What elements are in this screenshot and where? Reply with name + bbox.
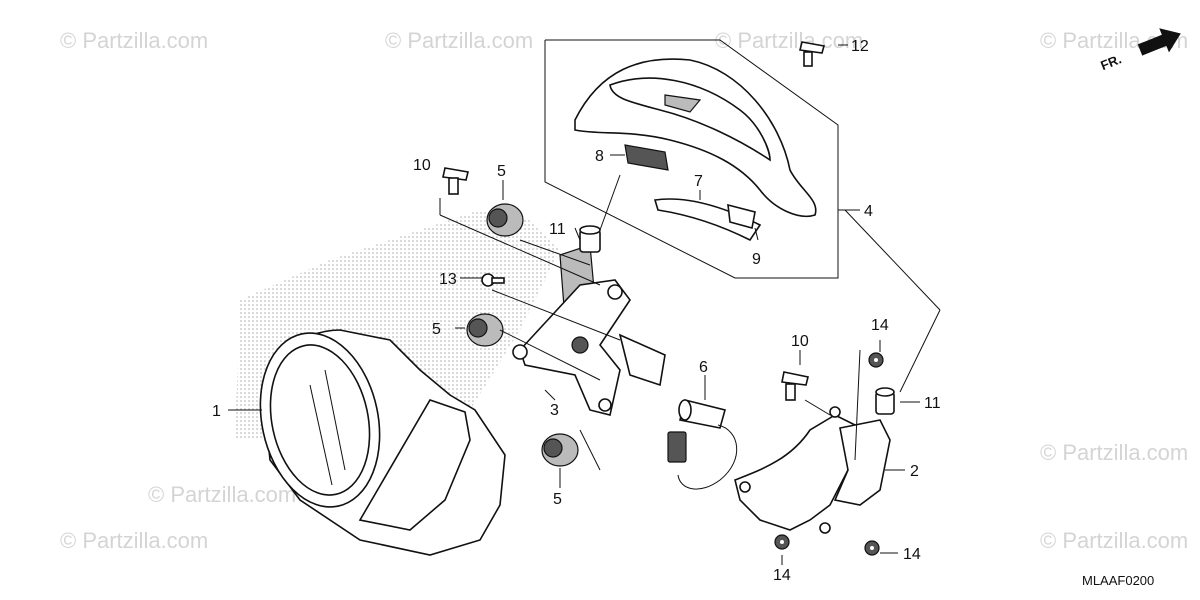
callout-4: 4	[864, 203, 873, 220]
diagram-code: MLAAF0200	[1082, 573, 1154, 588]
callout-labels: 1 2 3 4 5 5 5 6 7 8 9 10 10 11 11 12 13 …	[212, 38, 941, 584]
callout-6: 6	[699, 359, 708, 376]
visor-seal-7	[653, 198, 762, 242]
callout-14-upper: 14	[871, 317, 889, 334]
callout-5-bottom: 5	[553, 491, 562, 508]
meter-bracket-2	[734, 406, 891, 534]
nut-14-lower-left	[774, 534, 790, 550]
visor-seal-8	[624, 144, 669, 171]
screw-10-right	[781, 371, 809, 401]
collar-11-right	[875, 387, 895, 415]
rubber-grommet-bottom	[541, 433, 579, 467]
callout-8: 8	[595, 148, 604, 165]
watermark-text: © Partzilla.com	[60, 28, 208, 53]
callout-11-right: 11	[924, 395, 941, 412]
screw-10-left	[442, 167, 469, 195]
callout-10-left: 10	[413, 157, 431, 174]
callout-3: 3	[550, 402, 559, 419]
front-direction-arrow: FR.	[1098, 28, 1181, 73]
screw-13	[481, 273, 505, 287]
watermark-text: © Partzilla.com	[385, 28, 533, 53]
callout-5-middle: 5	[432, 321, 441, 338]
watermark-text: © Partzilla.com	[1040, 440, 1188, 465]
callout-10-right: 10	[791, 333, 809, 350]
leader-lines	[228, 44, 941, 565]
collar-11-left	[579, 225, 601, 253]
visor-assembly-frame	[544, 39, 860, 279]
callout-14-lower-left: 14	[773, 567, 791, 584]
nut-14-upper	[868, 352, 884, 368]
watermark-text: © Partzilla.com	[148, 482, 296, 507]
watermark-text: © Partzilla.com	[715, 28, 863, 53]
meter-visor	[574, 58, 817, 217]
callout-2: 2	[910, 463, 919, 480]
sensor-6	[667, 399, 738, 490]
callout-11-left: 11	[549, 221, 566, 238]
callout-7: 7	[694, 173, 703, 190]
watermark-text: © Partzilla.com	[1040, 528, 1188, 553]
callout-14-lower-right: 14	[903, 546, 921, 563]
callout-13: 13	[439, 271, 457, 288]
visor-seal-9	[727, 203, 756, 230]
front-direction-label: FR.	[1098, 51, 1123, 73]
screw-12	[799, 41, 826, 67]
nut-14-lower-right	[864, 540, 880, 556]
watermark-text: © Partzilla.com	[60, 528, 208, 553]
meter-assembly-1	[259, 329, 506, 556]
callout-12: 12	[851, 38, 869, 55]
rubber-grommet-middle	[466, 313, 504, 347]
rubber-grommet-top	[486, 203, 524, 237]
callout-9: 9	[752, 251, 761, 268]
callout-1: 1	[212, 403, 221, 420]
callout-5-top: 5	[497, 163, 506, 180]
